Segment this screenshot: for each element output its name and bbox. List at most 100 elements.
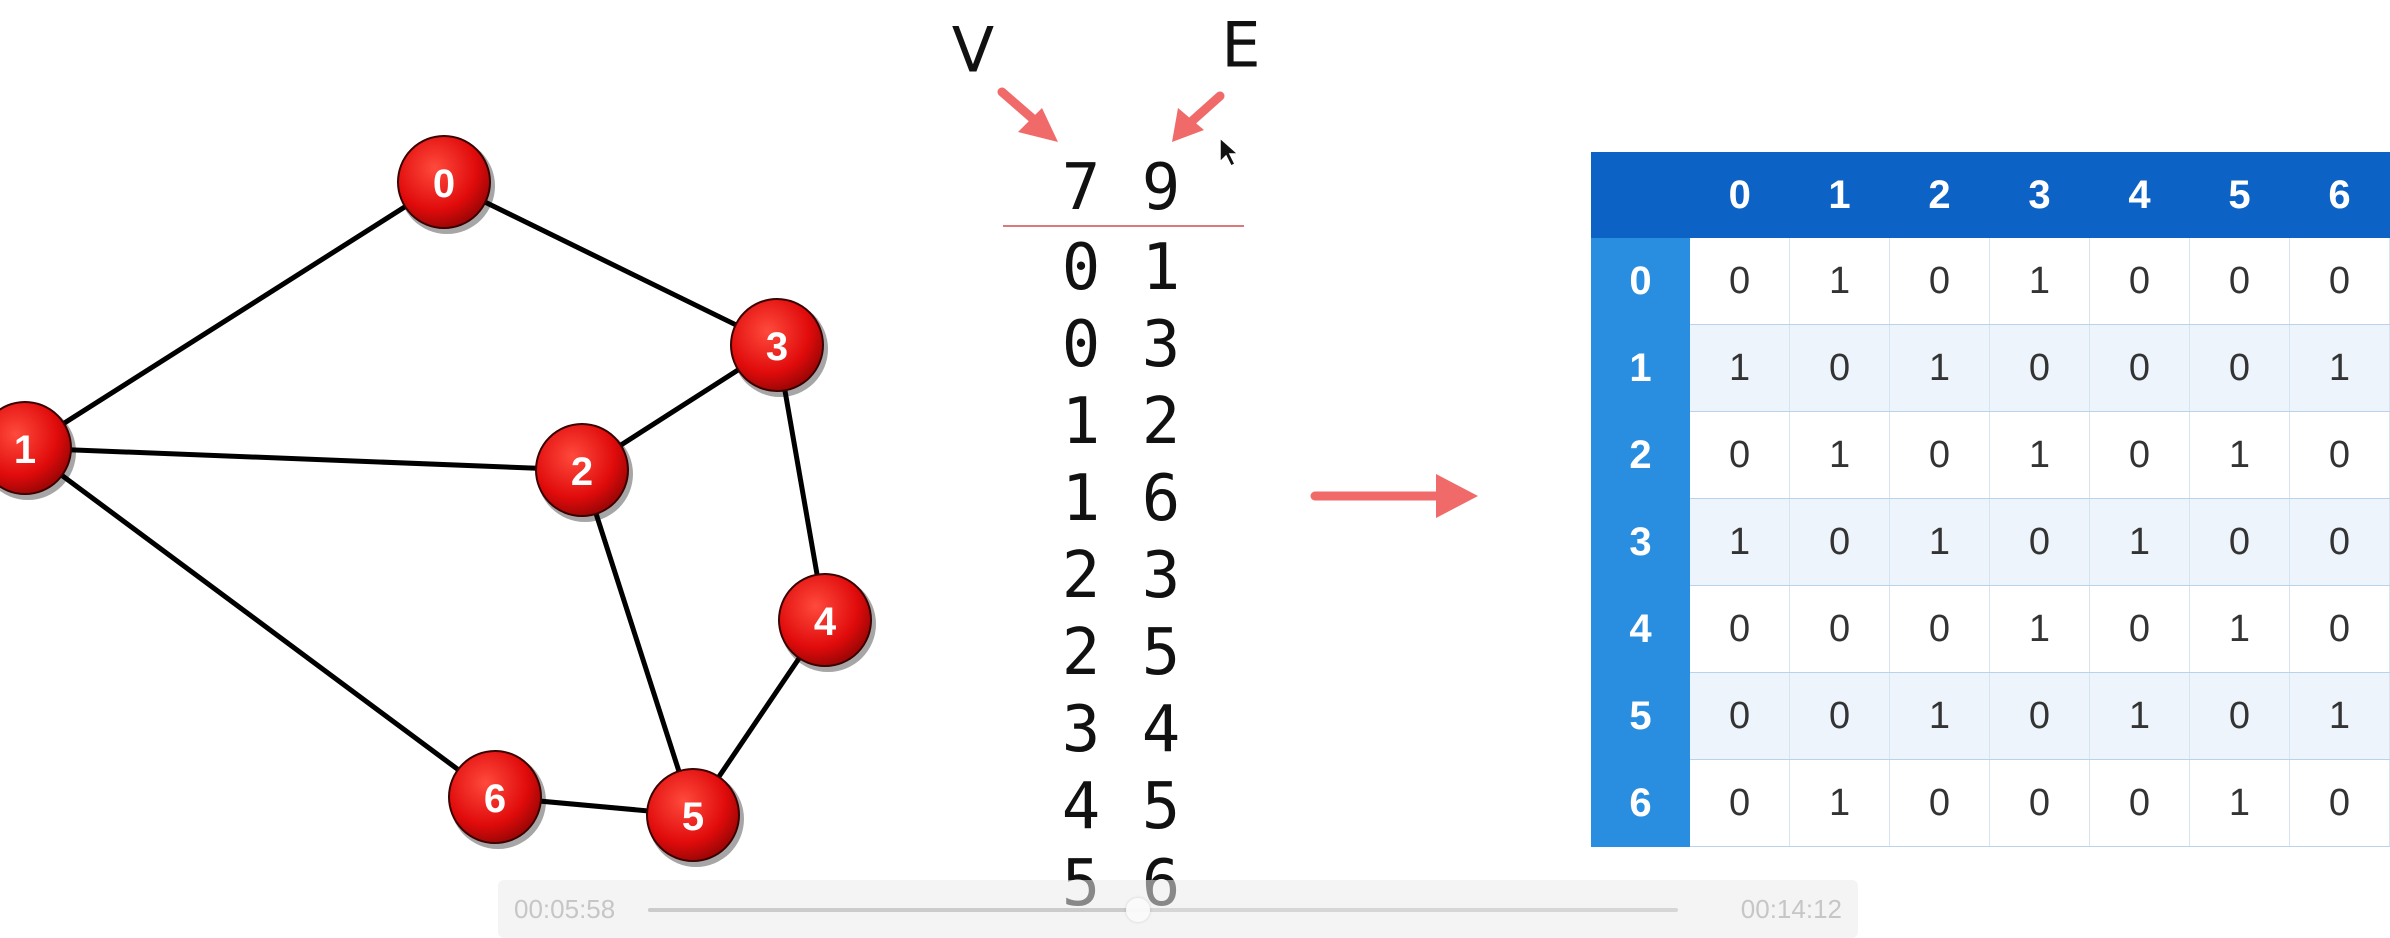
graph-node-circle <box>397 135 491 229</box>
matrix-cell: 0 <box>1889 585 1990 673</box>
edge-list-to: 1 <box>1142 231 1181 305</box>
matrix-cell: 1 <box>2189 585 2290 673</box>
edge-count-value: 9 <box>1142 151 1181 225</box>
graph-node-label: 5 <box>682 795 704 839</box>
matrix-cell: 1 <box>1989 238 2090 325</box>
edge-list-panel: V E 79010312162325344556 <box>952 9 1478 921</box>
edge-list-to: 5 <box>1142 770 1181 844</box>
matrix-cell: 0 <box>2089 238 2190 325</box>
edge-list-to: 3 <box>1142 308 1181 382</box>
matrix-cell: 1 <box>1789 411 1890 499</box>
matrix-col-header: 6 <box>2289 152 2390 238</box>
matrix-cell: 0 <box>1889 411 1990 499</box>
matrix-cell: 1 <box>2289 324 2390 412</box>
e-arrow-icon <box>1172 91 1225 142</box>
matrix-row-header: 1 <box>1591 324 1691 412</box>
matrix-cell: 1 <box>1989 585 2090 673</box>
edge-list-from: 0 <box>1062 231 1101 305</box>
graph-node-3: 3 <box>730 298 828 397</box>
matrix-cell: 0 <box>2089 585 2190 673</box>
matrix-cell: 0 <box>2189 238 2290 325</box>
graph-node-circle <box>0 401 72 495</box>
matrix-cell: 0 <box>2189 324 2290 412</box>
matrix-row-header: 5 <box>1591 672 1691 760</box>
matrix-cell: 0 <box>1989 498 2090 586</box>
graph-edge-2-5 <box>579 469 696 816</box>
matrix-cell: 0 <box>1789 672 1890 760</box>
edge-list-from: 0 <box>1062 308 1101 382</box>
matrix-col-header: 2 <box>1889 152 1990 238</box>
seek-track[interactable] <box>648 898 1678 922</box>
matrix-cell: 1 <box>1789 238 1890 325</box>
edge-list-from: 4 <box>1062 770 1101 844</box>
elapsed-time: 00:05:58 <box>514 894 616 924</box>
graph-edges <box>23 179 828 818</box>
matrix-cell: 0 <box>1690 238 1791 325</box>
convert-arrow-icon <box>1310 474 1478 518</box>
matrix-cell: 0 <box>2289 585 2390 673</box>
matrix-cell: 0 <box>2289 238 2390 325</box>
matrix-cell: 0 <box>2189 498 2290 586</box>
edge-list-to: 5 <box>1142 616 1181 690</box>
matrix-cell: 1 <box>1889 324 1990 412</box>
matrix-cell: 0 <box>1889 759 1990 847</box>
matrix-cell: 0 <box>2089 411 2190 499</box>
vertex-count-value: 7 <box>1062 151 1101 225</box>
graph-node-2: 2 <box>535 423 633 522</box>
matrix-cell: 0 <box>1690 411 1791 499</box>
matrix-cell: 0 <box>2089 324 2190 412</box>
graph-node-0: 0 <box>397 135 495 234</box>
edge-list-from: 1 <box>1062 385 1101 459</box>
matrix-cell: 0 <box>2089 759 2190 847</box>
matrix-cell: 1 <box>2189 759 2290 847</box>
matrix-cell: 0 <box>1789 324 1890 412</box>
graph-node-circle <box>778 573 872 667</box>
graph-node-circle <box>646 768 740 862</box>
matrix-cell: 0 <box>1690 759 1791 847</box>
video-player-bar[interactable]: 00:05:58 00:14:12 <box>498 880 1858 938</box>
matrix-col-header: 4 <box>2089 152 2190 238</box>
graph-node-label: 1 <box>14 428 36 472</box>
matrix-cell: 0 <box>1789 585 1890 673</box>
matrix-col-header: 5 <box>2189 152 2290 238</box>
matrix-row-header: 2 <box>1591 411 1691 499</box>
graph-node-circle <box>448 750 542 844</box>
graph-node-circle <box>730 298 824 392</box>
graph-node-label: 3 <box>766 325 788 369</box>
matrix-cell: 1 <box>1989 411 2090 499</box>
matrix-cell: 1 <box>2089 672 2190 760</box>
graph-edge-0-3 <box>442 179 779 348</box>
seek-progress <box>648 908 1139 912</box>
matrix-col-header: 0 <box>1690 152 1790 238</box>
graph-node-label: 4 <box>814 600 837 644</box>
graph-node-label: 0 <box>433 162 455 206</box>
graph-node-label: 6 <box>484 777 506 821</box>
matrix-cell: 1 <box>1889 498 1990 586</box>
vertex-count-label: V <box>952 14 994 87</box>
matrix-cell: 1 <box>2089 498 2190 586</box>
edge-count-label: E <box>1221 9 1260 82</box>
matrix-cell: 0 <box>1789 498 1890 586</box>
matrix-cell: 1 <box>1889 672 1990 760</box>
edge-list-to: 3 <box>1142 539 1181 613</box>
edge-list: 79010312162325344556 <box>1062 151 1181 921</box>
matrix-row-header: 0 <box>1591 238 1691 325</box>
matrix-cell: 0 <box>1989 324 2090 412</box>
matrix-cell: 1 <box>2289 672 2390 760</box>
matrix-cell: 1 <box>1690 324 1791 412</box>
matrix-header-row: 0 1 2 3 4 5 6 <box>1591 152 2390 238</box>
edge-list-from: 1 <box>1062 462 1101 536</box>
matrix-row-header: 6 <box>1591 759 1691 847</box>
graph-node-label: 2 <box>571 450 593 494</box>
seek-handle[interactable] <box>1126 898 1151 922</box>
graph-node-1: 1 <box>0 401 76 500</box>
matrix-row-header: 4 <box>1591 585 1691 673</box>
edge-list-to: 2 <box>1142 385 1181 459</box>
